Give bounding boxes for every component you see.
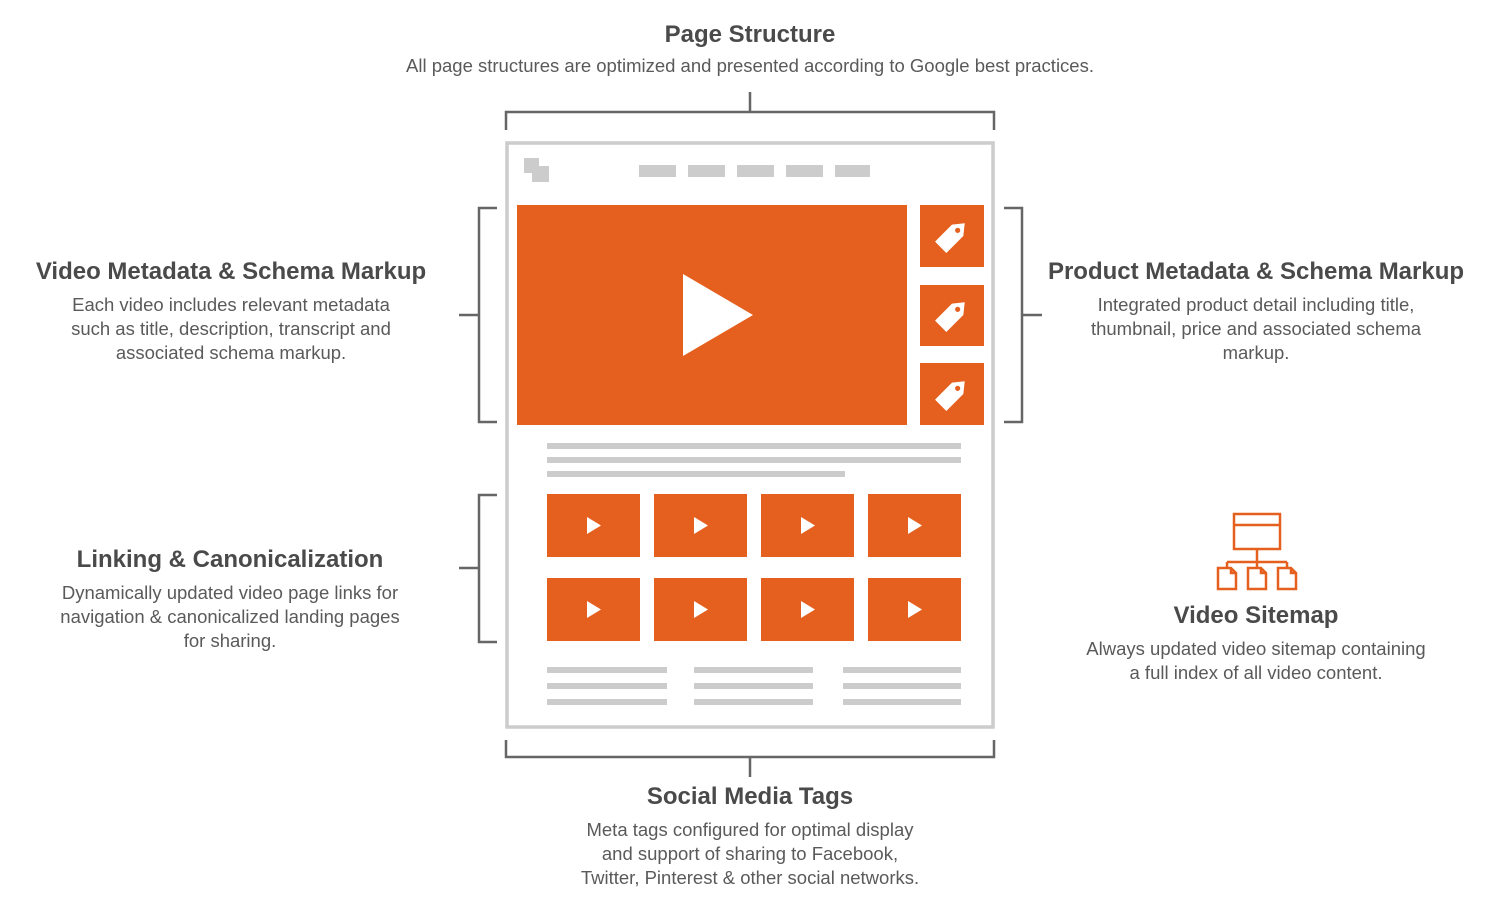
desc-line: Each video includes relevant metadata [72, 294, 390, 315]
play-icon [587, 601, 601, 618]
product-tile [920, 363, 984, 425]
text-bar [547, 443, 961, 449]
right-bracket-product [1004, 206, 1042, 424]
desc-line: Twitter, Pinterest & other social networ… [580, 867, 920, 888]
video-sitemap-description: Always updated video sitemap containing … [1056, 637, 1456, 685]
logo-icon [524, 158, 549, 182]
product-metadata-block: Product Metadata & Schema Markup Integra… [1030, 257, 1482, 365]
left-bracket-linking [459, 493, 497, 644]
social-media-block: Social Media Tags Meta tags configured f… [500, 782, 1000, 890]
nav-bar [786, 165, 823, 177]
play-icon [801, 517, 815, 534]
desc-line: such as title, description, transcript a… [71, 318, 391, 339]
video-thumbnail [654, 494, 747, 557]
play-icon [908, 601, 922, 618]
price-tag-icon [935, 223, 965, 253]
product-metadata-description: Integrated product detail including titl… [1030, 293, 1482, 365]
product-metadata-title: Product Metadata & Schema Markup [1047, 258, 1465, 285]
desc-line: Integrated product detail including titl… [1097, 294, 1415, 315]
video-thumbnail [761, 494, 854, 557]
text-bar [547, 471, 845, 477]
desc-line: associated schema markup. [115, 342, 347, 363]
play-icon [801, 601, 815, 618]
price-tag-icon [935, 381, 965, 411]
footer-bars [547, 667, 961, 705]
desc-line: Dynamically updated video page links for [61, 582, 399, 603]
product-tile [920, 285, 984, 346]
play-icon [587, 517, 601, 534]
brackets [459, 92, 1042, 777]
desc-line: and support of sharing to Facebook, [601, 843, 899, 864]
desc-line: navigation & canonicalized landing pages [60, 606, 400, 627]
desc-line: Meta tags configured for optimal display [586, 819, 914, 840]
product-tiles [920, 205, 984, 425]
desc-line: thumbnail, price and associated schema [1090, 318, 1422, 339]
bottom-bracket [504, 740, 996, 777]
desc-line: a full index of all video content. [1129, 662, 1383, 683]
linking-block: Linking & Canonicalization Dynamically u… [30, 545, 430, 653]
page-structure-block: Page Structure All page structures are o… [300, 20, 1200, 78]
video-thumbnail [547, 494, 640, 557]
page-structure-description: All page structures are optimized and pr… [406, 55, 1094, 76]
video-sitemap-block: Video Sitemap Always updated video sitem… [1056, 601, 1456, 685]
sitemap-icon [1216, 512, 1298, 591]
play-icon [908, 517, 922, 534]
price-tag-icon [935, 302, 965, 332]
desc-line: markup. [1222, 342, 1290, 363]
nav-bar [688, 165, 725, 177]
play-icon [694, 517, 708, 534]
video-metadata-block: Video Metadata & Schema Markup Each vide… [20, 257, 442, 365]
social-media-title: Social Media Tags [646, 783, 854, 810]
video-thumbnail [547, 578, 640, 641]
video-thumbnail-grid [547, 494, 961, 641]
nav-bar [737, 165, 774, 177]
top-bracket [504, 92, 996, 130]
video-sitemap-title: Video Sitemap [1173, 602, 1339, 629]
product-tile [920, 205, 984, 267]
play-icon [694, 601, 708, 618]
video-thumbnail [868, 494, 961, 557]
desc-line: for sharing. [183, 630, 277, 651]
nav-bar [835, 165, 870, 177]
video-metadata-title: Video Metadata & Schema Markup [35, 258, 427, 285]
video-thumbnail [761, 578, 854, 641]
video-thumbnail [868, 578, 961, 641]
social-media-description: Meta tags configured for optimal display… [500, 818, 1000, 890]
video-thumbnail [654, 578, 747, 641]
page-structure-title: Page Structure [664, 21, 836, 48]
linking-description: Dynamically updated video page links for… [30, 581, 430, 653]
text-bar [547, 457, 961, 463]
desc-line: Always updated video sitemap containing [1086, 638, 1426, 659]
nav-bars [639, 165, 870, 177]
play-icon [683, 274, 753, 356]
video-description-bars [547, 443, 961, 477]
nav-bar [639, 165, 676, 177]
left-bracket-video [459, 206, 497, 424]
linking-title: Linking & Canonicalization [76, 546, 384, 573]
video-metadata-description: Each video includes relevant metadata su… [20, 293, 442, 365]
